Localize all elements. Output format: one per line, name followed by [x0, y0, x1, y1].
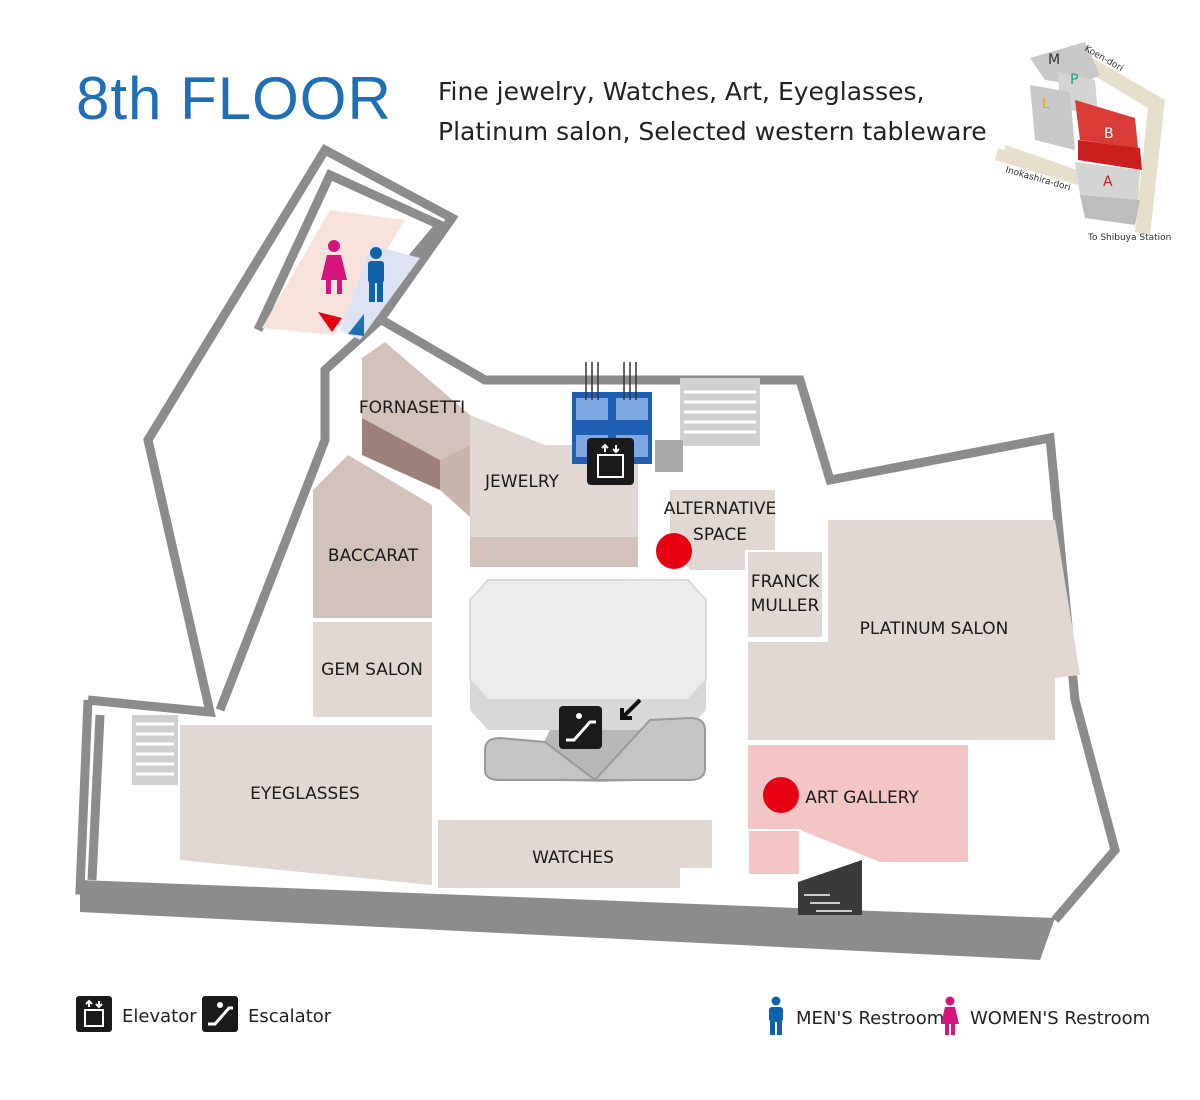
- store-label-jewelry: JEWELRY: [484, 472, 560, 492]
- store-label-franck-muller-2: MULLER: [751, 596, 820, 616]
- store-label-platinum-salon: PLATINUM SALON: [860, 619, 1009, 639]
- mens-restroom-icon: [368, 247, 384, 302]
- escalator-icon: [559, 706, 602, 749]
- mens-restroom-icon: [766, 996, 786, 1041]
- store-label-gem-salon: GEM SALON: [321, 660, 423, 680]
- store-label-watches: WATCHES: [532, 848, 614, 868]
- store-label-alternative-space-1: ALTERNATIVE: [664, 499, 777, 519]
- legend-mens: MEN'S Restroom: [766, 996, 944, 1041]
- page-title: 8th FLOOR: [76, 65, 392, 132]
- store-label-franck-muller-1: FRANCK: [751, 572, 820, 592]
- store-eyeglasses[interactable]: [180, 725, 432, 885]
- womens-entrance-arrow-icon: [318, 312, 342, 332]
- floor-description: Fine jewelry, Watches, Art, Eyeglasses, …: [438, 72, 987, 152]
- highlight-dot-icon: [763, 777, 799, 813]
- store-label-eyeglasses: EYEGLASSES: [250, 784, 360, 804]
- escalator-icon: [202, 996, 238, 1037]
- mens-entrance-arrow-icon: [348, 314, 364, 336]
- store-alternative-space[interactable]: [670, 490, 775, 570]
- key-map-building-p: P: [1070, 72, 1078, 88]
- legend-elevator-label: Elevator: [122, 1006, 197, 1027]
- key-map-station: To Shibuya Station: [1087, 233, 1171, 243]
- key-map-building-a: A: [1103, 174, 1113, 190]
- floor-description-line-1: Fine jewelry, Watches, Art, Eyeglasses,: [438, 77, 925, 106]
- service-stairs: [655, 378, 760, 472]
- elevator-icon: [76, 996, 112, 1037]
- store-gem-salon[interactable]: [313, 622, 432, 717]
- elevator-icon: [587, 438, 634, 485]
- art-gallery-room: [747, 829, 801, 876]
- key-map: [995, 42, 1165, 235]
- store-label-art-gallery: ART GALLERY: [805, 788, 919, 808]
- store-label-alternative-space-2: SPACE: [693, 525, 747, 545]
- store-label-fornasetti: FORNASETTI: [359, 398, 465, 418]
- key-map-building-m: M: [1048, 52, 1060, 68]
- womens-restroom-icon: [321, 240, 347, 294]
- store-franck-muller[interactable]: [748, 552, 822, 637]
- escalator-direction-arrow-icon: [620, 698, 642, 720]
- legend-elevator: Elevator: [76, 996, 197, 1037]
- store-fornasetti[interactable]: [362, 342, 470, 517]
- stairs-icon: [798, 860, 862, 915]
- floor-bottom-wall: [80, 880, 1055, 960]
- key-map-building-b: B: [1104, 126, 1114, 142]
- highlight-dot-icon: [656, 533, 692, 569]
- store-watches[interactable]: [438, 820, 712, 888]
- legend-womens-label: WOMEN'S Restroom: [970, 1008, 1151, 1029]
- store-label-baccarat: BACCARAT: [328, 546, 419, 566]
- legend-mens-label: MEN'S Restroom: [796, 1008, 945, 1029]
- store-art-gallery[interactable]: [748, 745, 968, 875]
- store-platinum-salon[interactable]: [748, 520, 1080, 740]
- store-baccarat[interactable]: [313, 455, 432, 618]
- stairs-icon: [132, 715, 178, 785]
- legend-escalator-label: Escalator: [248, 1006, 332, 1027]
- legend-escalator: Escalator: [202, 996, 331, 1037]
- floor-description-line-2: Platinum salon, Selected western tablewa…: [438, 117, 987, 146]
- legend-womens: WOMEN'S Restroom: [940, 996, 1150, 1041]
- key-map-building-l: L: [1042, 96, 1050, 112]
- womens-restroom-icon: [940, 996, 960, 1041]
